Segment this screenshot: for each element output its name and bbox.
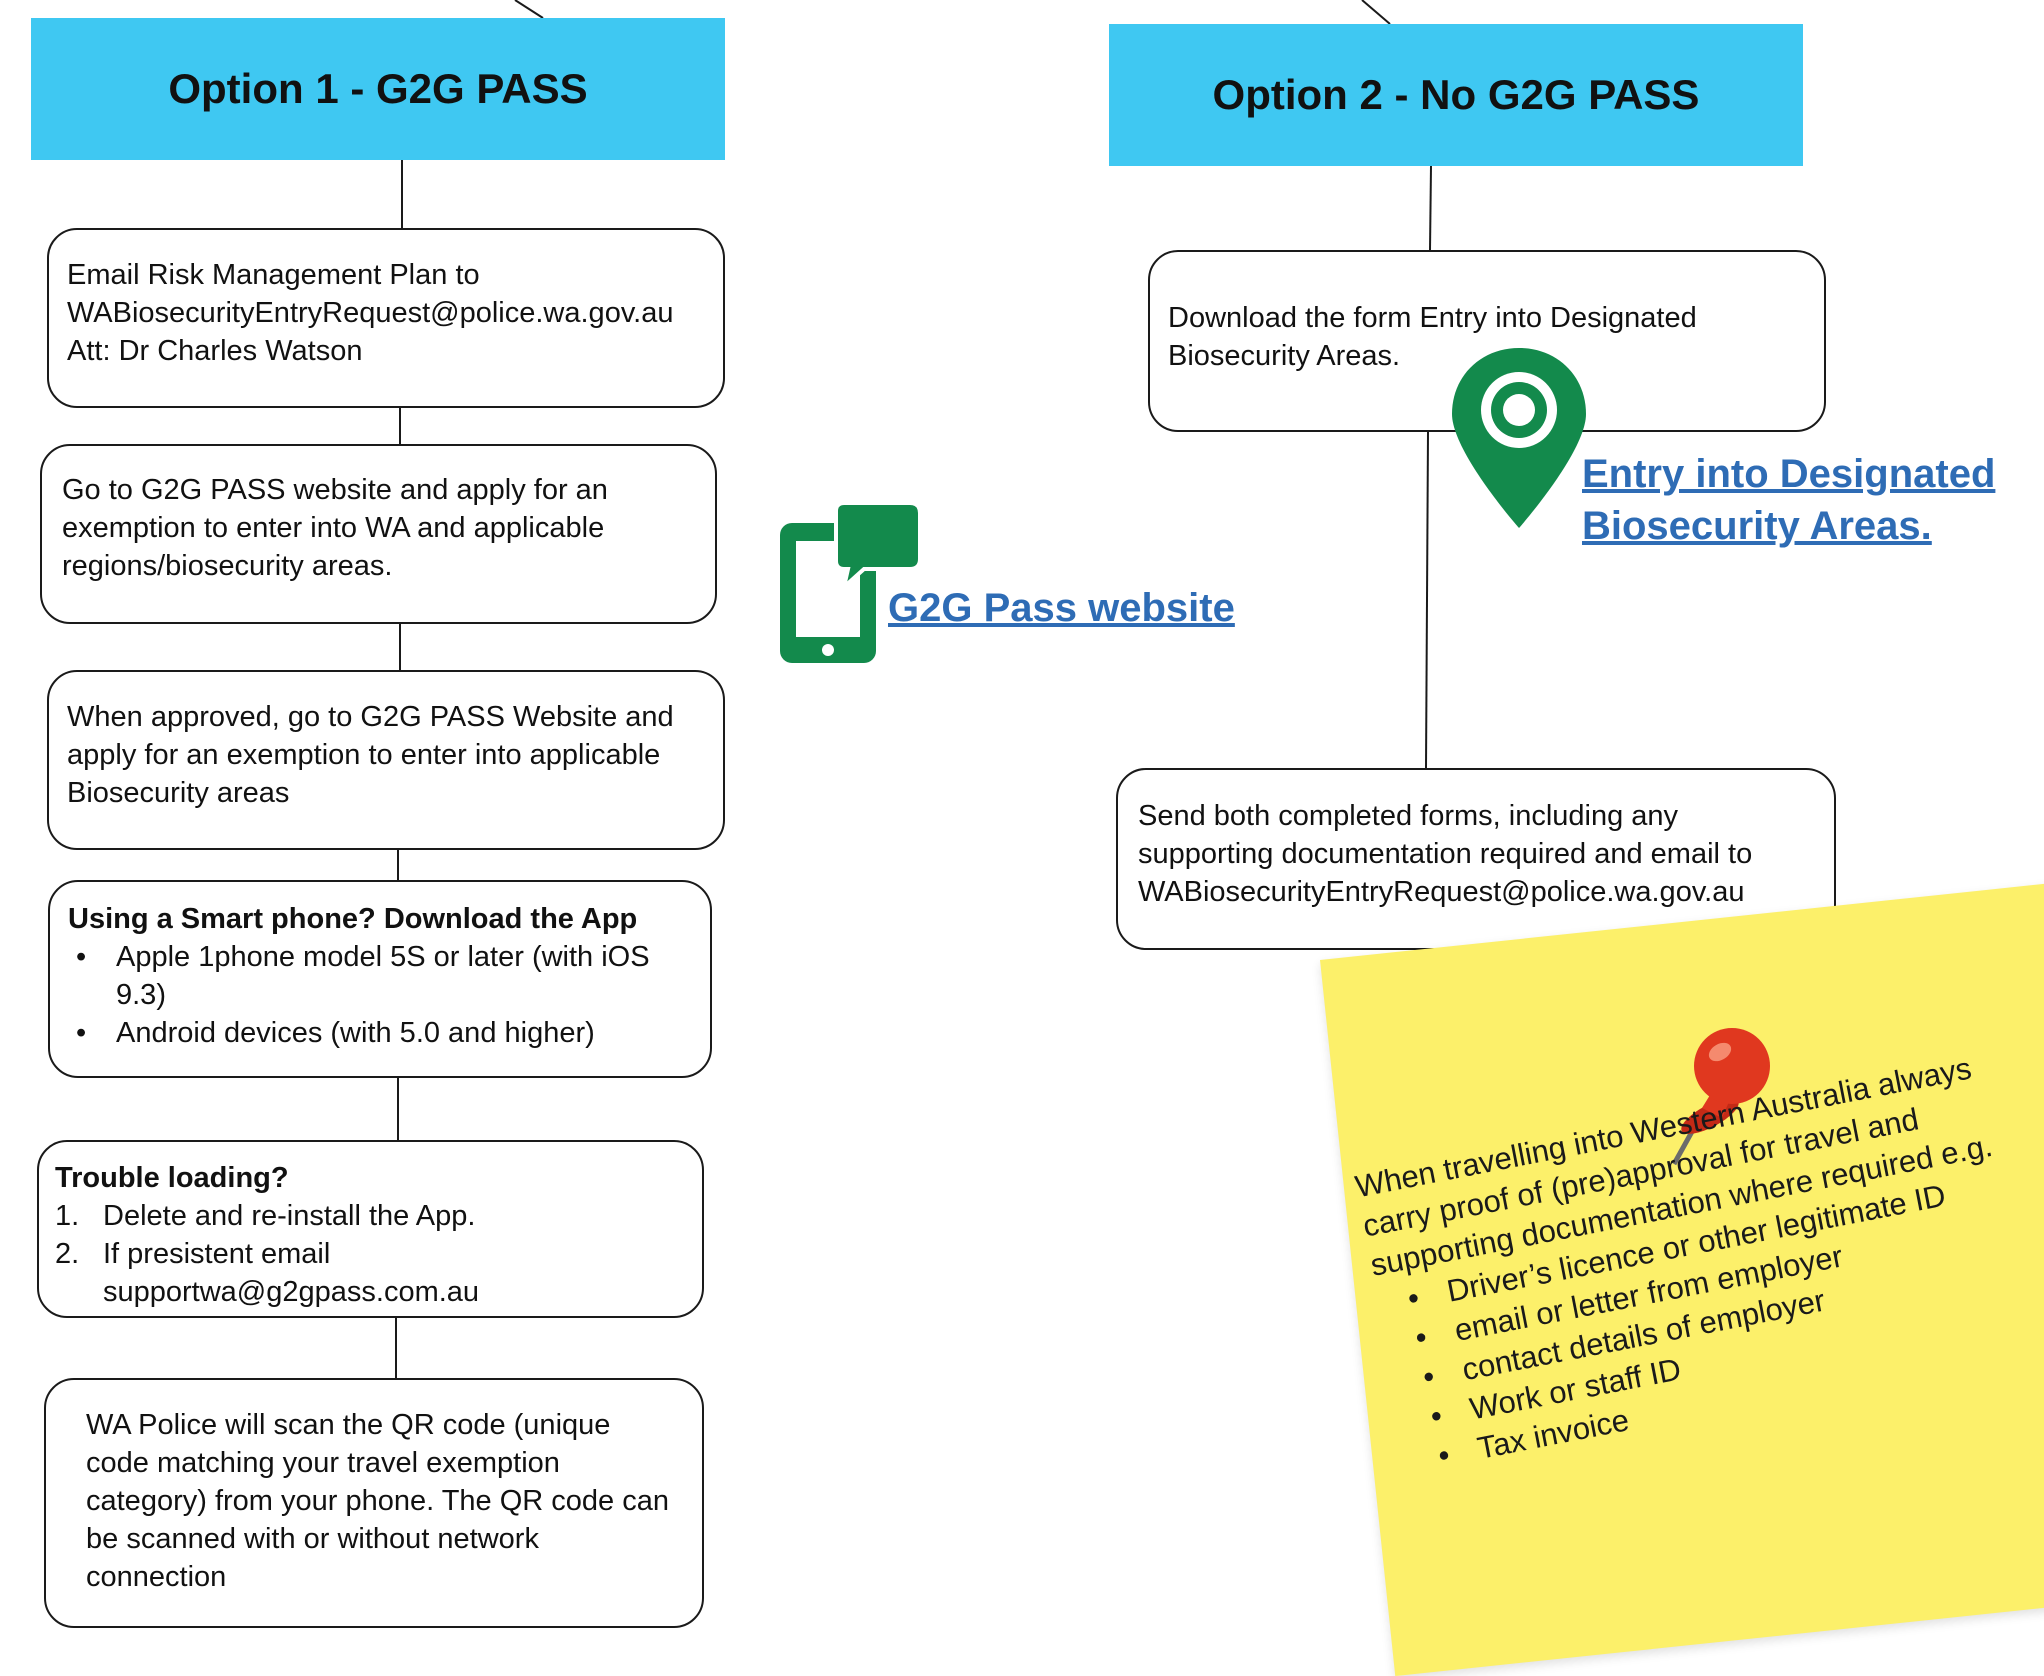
- list-text: Delete and re-install the App.: [103, 1200, 476, 1232]
- list-number: 2.: [55, 1238, 80, 1270]
- step-text: When approved, go to G2G PASS Website an…: [67, 701, 674, 809]
- option1-header: Option 1 - G2G PASS: [31, 18, 725, 160]
- link-line-1[interactable]: Entry into Designated: [1582, 452, 1996, 496]
- list-text: If presistent email supportwa@g2gpass.co…: [103, 1238, 480, 1308]
- step-text: Send both completed forms, including any…: [1138, 800, 1753, 908]
- option2-step-send-forms: Send both completed forms, including any…: [1116, 768, 1836, 950]
- option2-header: Option 2 - No G2G PASS: [1109, 24, 1803, 166]
- pushpin-icon: [1628, 1010, 1778, 1170]
- device-list: Apple 1phone model 5S or later (with iOS…: [68, 938, 694, 1052]
- connector-8: [1425, 431, 1429, 769]
- step-title: Trouble loading?: [55, 1162, 289, 1194]
- g2g-pass-website-link[interactable]: G2G Pass website: [888, 586, 1235, 630]
- connector-7: [1429, 165, 1432, 251]
- map-pin-icon: [1452, 348, 1586, 528]
- option1-step-apply-biosecurity: When approved, go to G2G PASS Website an…: [47, 670, 725, 850]
- link-line-2[interactable]: Biosecurity Areas.: [1582, 504, 1932, 548]
- option1-step-apply-wa: Go to G2G PASS website and apply for an …: [40, 444, 717, 624]
- option1-step-download-app: Using a Smart phone? Download the App Ap…: [48, 880, 712, 1078]
- entry-designated-areas-link[interactable]: Entry into Designated Biosecurity Areas.: [1582, 448, 1995, 552]
- option1-step-qr-scan: WA Police will scan the QR code (unique …: [44, 1378, 704, 1628]
- step-text: Email Risk Management Plan to WABiosecur…: [67, 259, 674, 367]
- step-text: Go to G2G PASS website and apply for an …: [62, 474, 608, 582]
- step-text: Download the form Entry into Designated …: [1168, 302, 1697, 372]
- step-text: WA Police will scan the QR code (unique …: [86, 1409, 669, 1593]
- list-item: 2. If presistent email supportwa@g2gpass…: [55, 1235, 680, 1311]
- list-item: Android devices (with 5.0 and higher): [68, 1014, 694, 1052]
- option1-step-email-plan: Email Risk Management Plan to WABiosecur…: [47, 228, 725, 408]
- list-item: 1. Delete and re-install the App.: [55, 1197, 680, 1235]
- step-title: Using a Smart phone? Download the App: [68, 903, 638, 935]
- smartphone-chat-icon: [778, 501, 922, 663]
- option1-step-trouble-loading: Trouble loading? 1. Delete and re-instal…: [37, 1140, 704, 1318]
- connector-top-left: [514, 0, 544, 19]
- list-item: Apple 1phone model 5S or later (with iOS…: [68, 938, 694, 1014]
- connector-lines: [395, 0, 1432, 1378]
- trouble-list: 1. Delete and re-install the App. 2. If …: [55, 1197, 680, 1311]
- list-number: 1.: [55, 1200, 80, 1232]
- connector-top-right: [1361, 0, 1391, 25]
